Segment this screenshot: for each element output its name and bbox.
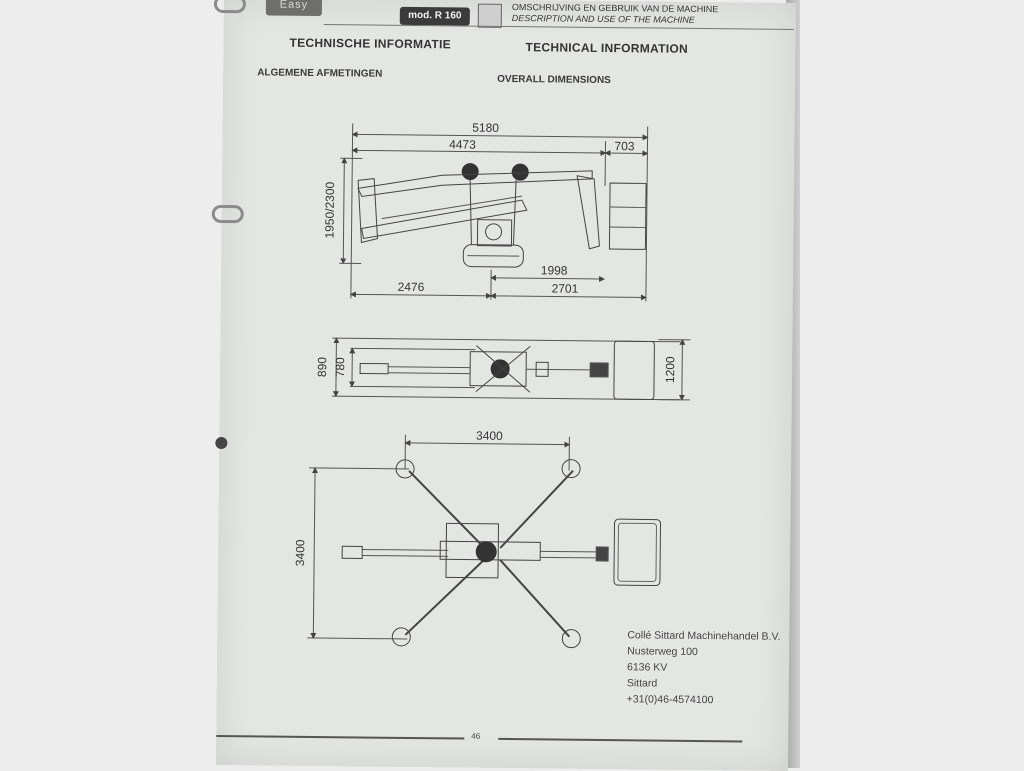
manual-page: Easy mod. R 160 OMSCHRIJVING EN GEBRUIK …: [216, 0, 796, 771]
street-address: Nusterweg 100: [627, 643, 780, 661]
top-view-drawing: [332, 336, 691, 400]
dim-inner-width: 780: [333, 357, 347, 377]
dim-total-length: 5180: [472, 121, 499, 135]
page-number: 46: [471, 732, 480, 741]
dim-boom-length: 4473: [449, 137, 476, 151]
dim-pivot-to-basket: 1998: [541, 263, 568, 277]
side-view-drawing: [339, 123, 648, 301]
postcode: 6136 KV: [627, 659, 780, 677]
outrigger-view-drawing: [307, 434, 661, 649]
dim-outer-width: 890: [315, 357, 329, 377]
dim-height: 1950/2300: [322, 181, 337, 238]
dim-pivot-to-front: 2701: [552, 281, 579, 295]
city: Sittard: [627, 675, 780, 693]
dealer-address: Collé Sittard Machinehandel B.V. Nusterw…: [627, 627, 781, 709]
dim-outrigger-width: 3400: [476, 429, 503, 443]
dim-basket-overhang: 703: [614, 139, 634, 153]
dim-rear-to-pivot: 2476: [398, 280, 425, 294]
dim-outrigger-depth: 3400: [293, 539, 307, 566]
phone-number: +31(0)46-4574100: [627, 691, 780, 709]
dim-basket-width: 1200: [663, 356, 677, 383]
company-name: Collé Sittard Machinehandel B.V.: [627, 627, 780, 645]
